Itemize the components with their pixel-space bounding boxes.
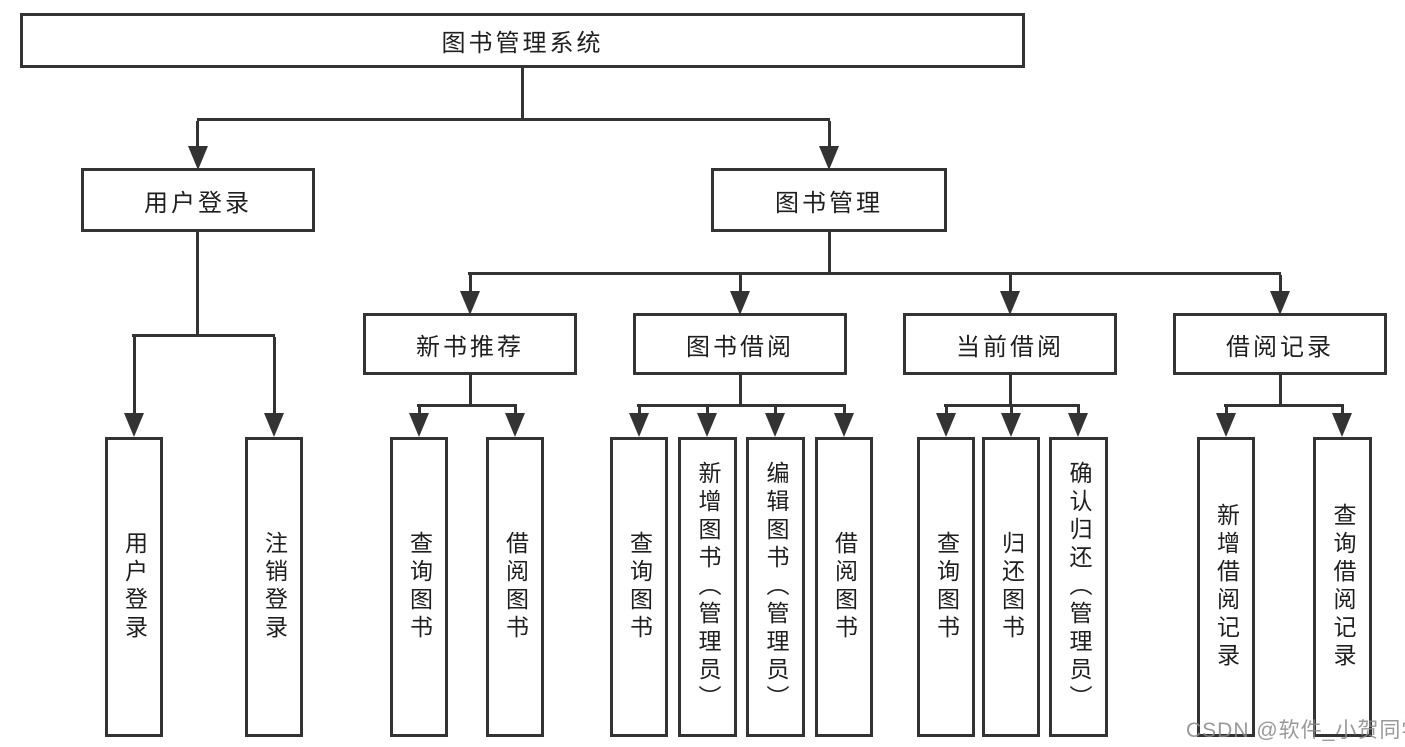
arrowhead-icon: [188, 146, 208, 170]
node-current-borrowing: 当前借阅: [903, 313, 1117, 375]
arrowhead-icon: [1001, 413, 1021, 437]
arrowhead-icon: [1332, 413, 1352, 437]
leaf-borrow-books-recommend-label: 借阅图书: [502, 531, 529, 643]
connector-line: [1009, 275, 1012, 293]
node-book-management-label: 图书管理: [775, 189, 883, 217]
connector-line: [945, 404, 948, 415]
arrowhead-icon: [765, 413, 785, 437]
connector-line: [843, 404, 846, 415]
connector-line: [514, 404, 517, 415]
connector-line: [197, 118, 830, 121]
connector-line: [706, 404, 709, 415]
arrowhead-icon: [124, 413, 144, 437]
connector-line: [468, 272, 1281, 275]
arrowhead-icon: [697, 413, 717, 437]
connector-line: [133, 337, 136, 415]
node-book-borrowing-label: 图书借阅: [686, 333, 794, 361]
connector-line: [828, 121, 831, 148]
leaf-borrow-books-borrowing: 借阅图书: [815, 437, 873, 737]
leaf-add-borrow-record-label: 新增借阅记录: [1213, 503, 1240, 671]
leaf-user-login-label: 用户登录: [121, 531, 148, 643]
arrowhead-icon: [629, 413, 649, 437]
leaf-return-books-label: 归还图书: [998, 531, 1025, 643]
leaf-query-books-recommend-label: 查询图书: [406, 531, 433, 643]
connector-line: [1010, 404, 1013, 415]
leaf-add-borrow-record: 新增借阅记录: [1197, 437, 1255, 737]
connector-line: [739, 375, 742, 407]
arrowhead-icon: [1000, 291, 1020, 315]
arrowhead-icon: [730, 291, 750, 315]
connector-line: [1279, 275, 1282, 293]
leaf-edit-books-admin-label: 编辑图书（管理员）: [763, 461, 789, 713]
leaf-borrow-books-recommend: 借阅图书: [486, 437, 544, 737]
leaf-confirm-return-admin: 确认归还（管理员）: [1049, 437, 1108, 737]
leaf-logout: 注销登录: [245, 437, 303, 737]
node-borrowing-records-label: 借阅记录: [1226, 333, 1334, 361]
arrowhead-icon: [936, 413, 956, 437]
arrowhead-icon: [819, 146, 839, 170]
connector-line: [417, 404, 516, 407]
arrowhead-icon: [264, 413, 284, 437]
arrowhead-icon: [505, 413, 525, 437]
leaf-confirm-return-admin-label: 确认归还（管理员）: [1066, 461, 1092, 713]
connector-line: [132, 334, 275, 337]
connector-line: [1224, 404, 1343, 407]
connector-line: [828, 232, 831, 275]
node-new-book-recommend-label: 新书推荐: [416, 333, 524, 361]
connector-line: [469, 275, 472, 293]
connector-line: [774, 404, 777, 415]
node-book-borrowing: 图书借阅: [633, 313, 847, 375]
connector-line: [418, 404, 421, 415]
arrowhead-icon: [1270, 291, 1290, 315]
leaf-logout-label: 注销登录: [261, 531, 288, 643]
node-book-management: 图书管理: [711, 168, 947, 232]
connector-line: [637, 404, 845, 407]
connector-line: [521, 68, 524, 121]
node-user-login-label: 用户登录: [144, 189, 252, 217]
leaf-user-login: 用户登录: [105, 437, 163, 737]
connector-line: [739, 275, 742, 293]
connector-line: [469, 375, 472, 407]
leaf-edit-books-admin: 编辑图书（管理员）: [746, 437, 805, 737]
connector-line: [196, 121, 199, 148]
node-new-book-recommend: 新书推荐: [363, 313, 577, 375]
watermark: CSDN @软件_小贺同学: [1186, 719, 1405, 742]
node-borrowing-records: 借阅记录: [1173, 313, 1387, 375]
arrowhead-icon: [409, 413, 429, 437]
arrowhead-icon: [1216, 413, 1236, 437]
leaf-query-books-current-label: 查询图书: [933, 531, 960, 643]
leaf-query-books-recommend: 查询图书: [390, 437, 448, 737]
node-root-label: 图书管理系统: [441, 30, 604, 57]
leaf-query-books-current: 查询图书: [917, 437, 975, 737]
arrowhead-icon: [1068, 413, 1088, 437]
leaf-borrow-books-borrowing-label: 借阅图书: [831, 531, 858, 643]
connector-line: [1009, 375, 1012, 407]
connector-line: [1279, 375, 1282, 407]
connector-line: [1225, 404, 1228, 415]
leaf-query-borrow-record: 查询借阅记录: [1313, 437, 1372, 737]
connector-line: [1341, 404, 1344, 415]
leaf-query-books-borrowing-label: 查询图书: [626, 531, 653, 643]
connector-line: [273, 337, 276, 415]
connector-line: [196, 232, 199, 337]
leaf-add-books-admin-label: 新增图书（管理员）: [695, 461, 721, 713]
node-current-borrowing-label: 当前借阅: [956, 333, 1064, 361]
node-root: 图书管理系统: [20, 13, 1025, 68]
leaf-add-books-admin: 新增图书（管理员）: [678, 437, 737, 737]
leaf-query-borrow-record-label: 查询借阅记录: [1330, 503, 1356, 671]
leaf-return-books: 归还图书: [982, 437, 1040, 737]
node-user-login: 用户登录: [81, 168, 315, 232]
connector-line: [1077, 404, 1080, 415]
connector-line: [638, 404, 641, 415]
leaf-query-books-borrowing: 查询图书: [610, 437, 668, 737]
arrowhead-icon: [834, 413, 854, 437]
arrowhead-icon: [460, 291, 480, 315]
